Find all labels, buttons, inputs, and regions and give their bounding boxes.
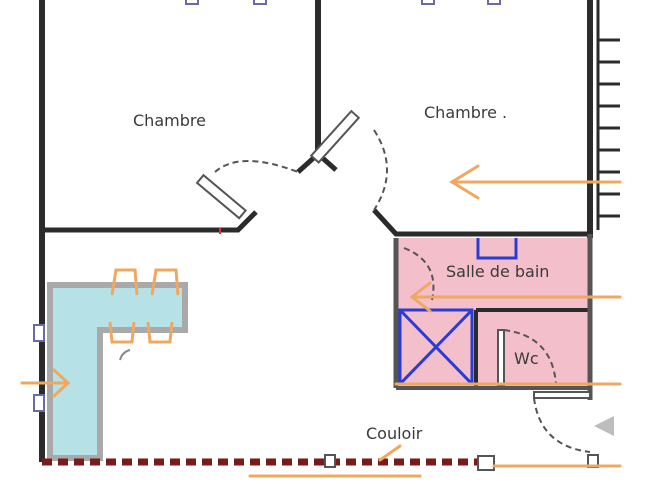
- sink: [476, 238, 518, 260]
- room-label-wc: Wc: [514, 349, 539, 368]
- bar-stools: [108, 268, 180, 344]
- door-post: [324, 454, 336, 468]
- door-post: [477, 455, 495, 471]
- couloir-door-swing: [533, 397, 591, 453]
- bedroom-left-wall: [42, 210, 258, 233]
- door-bedroom-left: [195, 160, 299, 220]
- window-markers: [185, 0, 501, 5]
- stair-steps: [596, 0, 620, 230]
- wc-door-swing: [503, 329, 557, 385]
- flow-arrows: [20, 164, 622, 478]
- couloir-door: [533, 391, 591, 399]
- wc-door: [497, 329, 505, 387]
- room-label-couloir: Couloir: [366, 424, 423, 443]
- bedroom-right-wall: [372, 208, 590, 237]
- room-label-salle-de-bain: Salle de bain: [446, 262, 550, 281]
- grey-arrow: [594, 416, 614, 436]
- door-bedroom-right: [309, 109, 388, 211]
- kitchen-counter: [47, 282, 188, 461]
- bathroom-door-swing: [403, 247, 435, 301]
- room-label-chambre-right: Chambre .: [424, 103, 508, 122]
- toilet-hint: [119, 349, 131, 361]
- room-label-chambre-left: Chambre: [133, 111, 206, 130]
- left-window-markers: [33, 324, 45, 412]
